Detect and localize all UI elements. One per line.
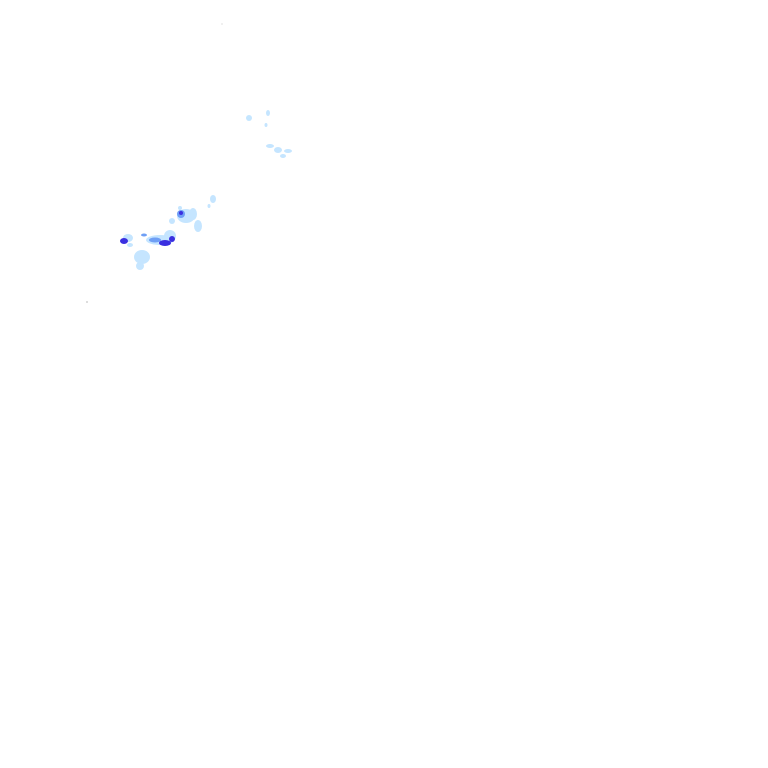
precipitation-heavy <box>120 211 183 246</box>
radar-speck <box>86 301 88 303</box>
radar-speck <box>221 23 223 25</box>
precipitation-light <box>123 110 292 270</box>
